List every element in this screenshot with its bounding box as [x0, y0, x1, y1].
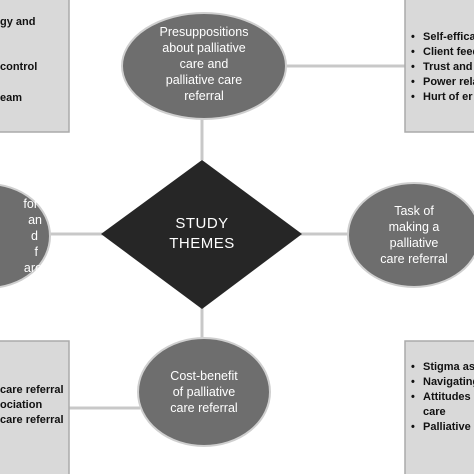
bottom-left-box-line: ociation [0, 399, 43, 411]
right-node-line: palliative [389, 236, 439, 250]
top-node-line: Presuppositions [159, 25, 249, 39]
top-right-box-item: Hurt of er [411, 90, 474, 105]
left-node-line: are [23, 261, 42, 275]
top-left-box [0, 0, 70, 133]
bottom-node-line: of palliative [172, 385, 236, 399]
bottom-left-box-text: care referral ociation care referral [0, 383, 66, 428]
top-right-box-item: Client feed [411, 45, 474, 60]
top-left-box-text: gy and control eam [0, 15, 66, 106]
top-node-line: palliative care [165, 73, 243, 87]
bottom-right-box-item: Palliative c [411, 420, 474, 435]
bottom-right-box-list: Stigma ass Navigating Attitudes [411, 360, 474, 405]
node-task [347, 182, 474, 288]
bottom-node-line: care referral [170, 401, 238, 415]
right-node-label: Task of making a palliative care referra… [354, 203, 474, 267]
node-left [0, 183, 51, 289]
top-left-box-line: gy and [0, 16, 36, 28]
right-node-line: making a [388, 220, 440, 234]
bottom-right-box-list-2: Palliative c [411, 420, 474, 435]
left-node-line: for [23, 197, 38, 211]
bottom-right-box-text: Stigma ass Navigating Attitudes care Pal… [411, 360, 474, 435]
bottom-left-box-line: care referral [0, 414, 64, 426]
center-label: STUDY THEMES [142, 214, 262, 254]
node-presuppositions [121, 12, 287, 120]
right-node-line: care referral [380, 252, 448, 266]
top-right-box-text: Self-effica Client feed Trust and Power … [411, 30, 474, 105]
bottom-right-box-item: Stigma ass [411, 360, 474, 375]
top-node-line: about palliative [162, 41, 246, 55]
bottom-left-box [0, 340, 70, 474]
top-right-box-list: Self-effica Client feed Trust and Power … [411, 30, 474, 105]
left-node-label: for an d f are [0, 196, 44, 276]
bottom-left-box-line: care referral [0, 384, 64, 396]
top-right-box-item: Power rela [411, 75, 474, 90]
bottom-node-line: Cost-benefit [170, 369, 238, 383]
top-node-line: care and [179, 57, 229, 71]
center-line-2: THEMES [169, 235, 235, 252]
left-node-line: d [31, 229, 38, 243]
top-left-box-line: control [0, 61, 38, 73]
top-right-box-item: Trust and [411, 60, 474, 75]
top-left-box-line: eam [0, 92, 23, 104]
top-node-label: Presuppositions about palliative care an… [134, 24, 274, 104]
right-node-line: Task of [394, 204, 434, 218]
center-diamond [101, 160, 302, 309]
bottom-right-box-item: Attitudes [411, 390, 474, 405]
bottom-right-box-item: Navigating [411, 375, 474, 390]
center-line-1: STUDY [175, 215, 229, 232]
node-cost-benefit [137, 337, 271, 447]
top-node-line: referral [184, 89, 224, 103]
bottom-right-box-continuation: care [423, 406, 446, 418]
bottom-node-label: Cost-benefit of palliative care referral [144, 368, 264, 416]
top-right-box-item: Self-effica [411, 30, 474, 45]
left-node-line: f [34, 245, 38, 259]
left-node-line: an [28, 213, 42, 227]
